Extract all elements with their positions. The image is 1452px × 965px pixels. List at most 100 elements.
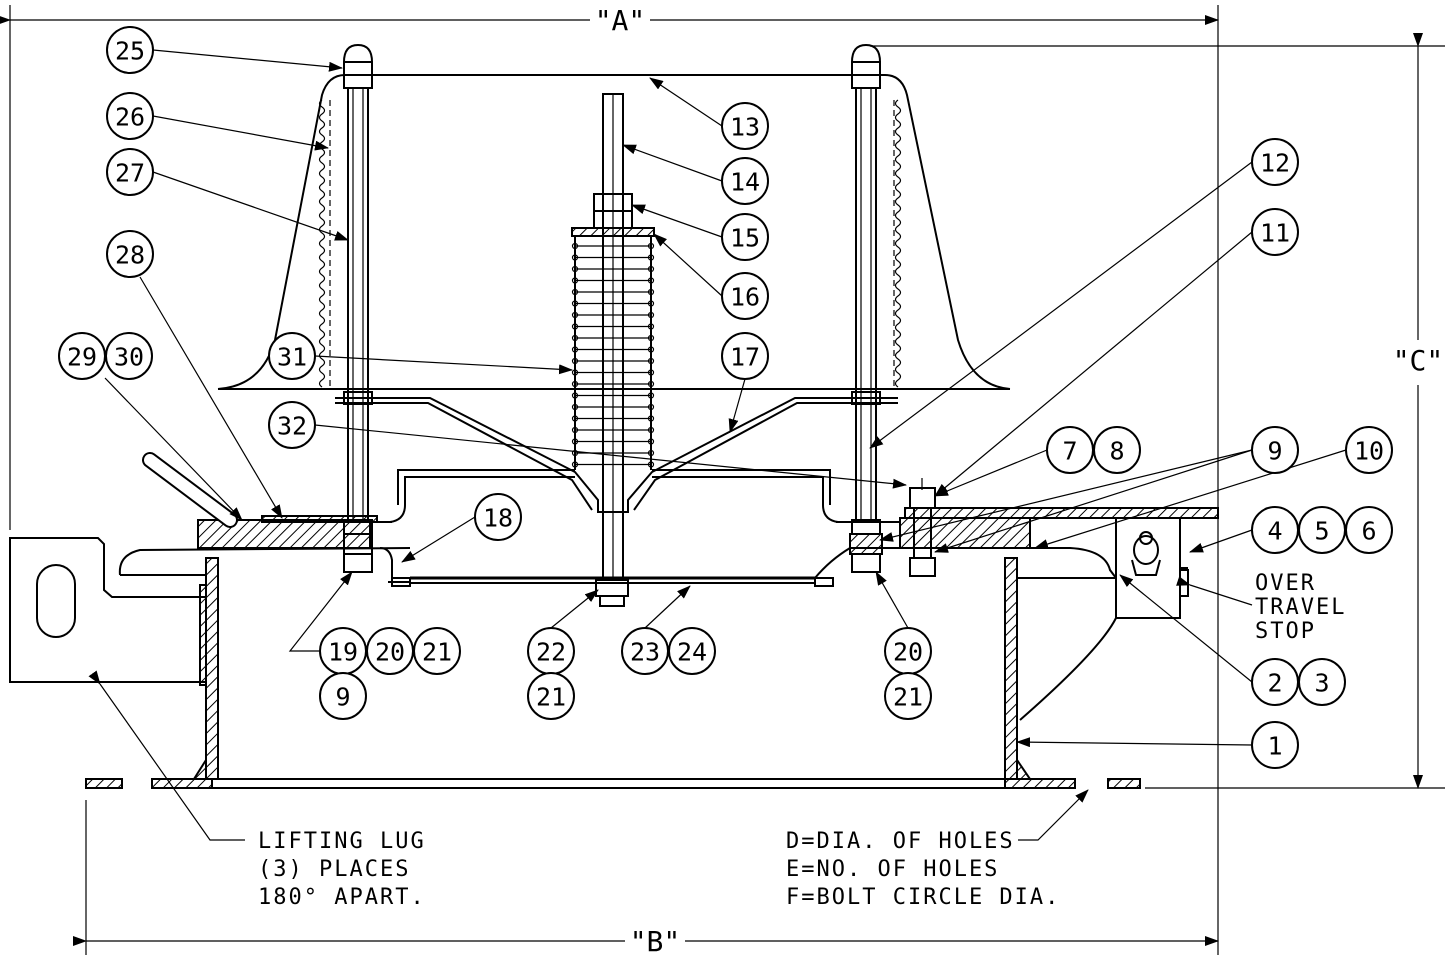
callout-label: 17 bbox=[730, 343, 760, 372]
callout-29: 29 bbox=[58, 332, 106, 380]
callout-8: 8 bbox=[1093, 426, 1141, 474]
dimension-b-label: "B" bbox=[630, 925, 681, 958]
callout-31: 31 bbox=[268, 332, 316, 380]
lifting-lug-line-1: LIFTING LUG bbox=[258, 829, 426, 854]
callout-20: 20 bbox=[366, 627, 414, 675]
callout-label: 11 bbox=[1260, 219, 1290, 248]
callout-21: 21 bbox=[527, 672, 575, 720]
callout-24: 24 bbox=[668, 627, 716, 675]
leader-lines bbox=[104, 49, 1347, 748]
body-wall-left bbox=[192, 557, 219, 780]
callout-label: 6 bbox=[1361, 517, 1376, 546]
callout-label: 30 bbox=[114, 343, 144, 372]
seal-left bbox=[261, 515, 378, 523]
callout-23: 23 bbox=[621, 627, 669, 675]
callout-1: 1 bbox=[1251, 721, 1299, 769]
callout-25: 25 bbox=[106, 26, 154, 74]
callout-label: 24 bbox=[677, 638, 707, 667]
dimension-a: "A" bbox=[0, 4, 1219, 955]
callout-16: 16 bbox=[721, 272, 769, 320]
callout-27: 27 bbox=[106, 148, 154, 196]
callout-label: 16 bbox=[730, 283, 760, 312]
callout-label: 1 bbox=[1267, 732, 1282, 761]
callout-label: 10 bbox=[1354, 437, 1384, 466]
callout-label: 21 bbox=[893, 683, 923, 712]
hood bbox=[217, 74, 1011, 390]
over-travel-line-1: OVER bbox=[1255, 571, 1316, 596]
callout-label: 23 bbox=[630, 638, 660, 667]
over-travel-line-2: TRAVEL bbox=[1255, 595, 1346, 620]
callout-22: 22 bbox=[527, 627, 575, 675]
callout-11: 11 bbox=[1251, 208, 1299, 256]
callout-label: 32 bbox=[277, 412, 307, 441]
over-travel-stop bbox=[1019, 518, 1189, 721]
upper-plate-right bbox=[850, 507, 1219, 579]
lifting-lug-line-2: (3) PLACES bbox=[258, 857, 410, 882]
dimension-b: "B" bbox=[73, 800, 1219, 958]
callout-30: 30 bbox=[105, 332, 153, 380]
callout-32: 32 bbox=[268, 401, 316, 449]
callout-label: 8 bbox=[1109, 437, 1124, 466]
callout-label: 9 bbox=[1267, 437, 1282, 466]
callout-26: 26 bbox=[106, 92, 154, 140]
callout-label: 25 bbox=[115, 37, 145, 66]
callout-label: 12 bbox=[1260, 149, 1290, 178]
note-over-travel-stop: OVER TRAVEL STOP bbox=[1176, 571, 1346, 644]
callout-9: 9 bbox=[1251, 426, 1299, 474]
over-travel-line-3: STOP bbox=[1255, 619, 1316, 644]
spring bbox=[571, 193, 655, 470]
lifting-lug-line-3: 180° APART. bbox=[258, 885, 426, 910]
base-flange bbox=[85, 778, 1141, 789]
holes-line-2: E=NO. OF HOLES bbox=[786, 857, 999, 882]
callout-label: 3 bbox=[1314, 669, 1329, 698]
callout-label: 9 bbox=[335, 683, 350, 712]
callout-label: 21 bbox=[536, 683, 566, 712]
callout-5: 5 bbox=[1298, 506, 1346, 554]
callout-18: 18 bbox=[474, 493, 522, 541]
note-holes: D=DIA. OF HOLES E=NO. OF HOLES F=BOLT CI… bbox=[786, 789, 1089, 910]
callout-14: 14 bbox=[721, 157, 769, 205]
over-travel-bolt bbox=[909, 478, 936, 577]
callout-label: 27 bbox=[115, 159, 145, 188]
callout-label: 15 bbox=[730, 224, 760, 253]
lifting-lug bbox=[9, 537, 207, 683]
callout-2: 2 bbox=[1251, 658, 1299, 706]
callout-4: 4 bbox=[1251, 506, 1299, 554]
stud-bolt-right bbox=[849, 43, 883, 573]
lower-plate-left bbox=[118, 547, 411, 576]
callout-28: 28 bbox=[106, 230, 154, 278]
callout-9: 9 bbox=[319, 672, 367, 720]
callout-label: 2 bbox=[1267, 669, 1282, 698]
holes-line-3: F=BOLT CIRCLE DIA. bbox=[786, 885, 1060, 910]
note-lifting-lug: LIFTING LUG (3) PLACES 180° APART. bbox=[88, 670, 426, 910]
callout-label: 14 bbox=[730, 168, 760, 197]
callout-21: 21 bbox=[413, 627, 461, 675]
callout-label: 19 bbox=[328, 638, 358, 667]
callout-label: 26 bbox=[115, 103, 145, 132]
callout-label: 28 bbox=[115, 241, 145, 270]
callout-label: 21 bbox=[422, 638, 452, 667]
callout-3: 3 bbox=[1298, 658, 1346, 706]
guide-cone bbox=[335, 397, 900, 523]
callout-7: 7 bbox=[1046, 426, 1094, 474]
callout-label: 5 bbox=[1314, 517, 1329, 546]
dimension-c: "C" bbox=[870, 33, 1445, 789]
callout-label: 20 bbox=[375, 638, 405, 667]
stud-bolt-left bbox=[342, 43, 374, 573]
callout-label: 29 bbox=[67, 343, 97, 372]
callout-12: 12 bbox=[1251, 138, 1299, 186]
center-stem bbox=[595, 93, 629, 607]
callout-label: 22 bbox=[536, 638, 566, 667]
callout-21: 21 bbox=[884, 672, 932, 720]
body-wall-right bbox=[1004, 557, 1032, 780]
callout-label: 31 bbox=[277, 343, 307, 372]
callout-15: 15 bbox=[721, 213, 769, 261]
callout-6: 6 bbox=[1345, 506, 1393, 554]
dimension-a-label: "A" bbox=[595, 4, 646, 37]
callout-17: 17 bbox=[721, 332, 769, 380]
dimension-c-label: "C" bbox=[1393, 344, 1444, 377]
callout-label: 13 bbox=[730, 113, 760, 142]
